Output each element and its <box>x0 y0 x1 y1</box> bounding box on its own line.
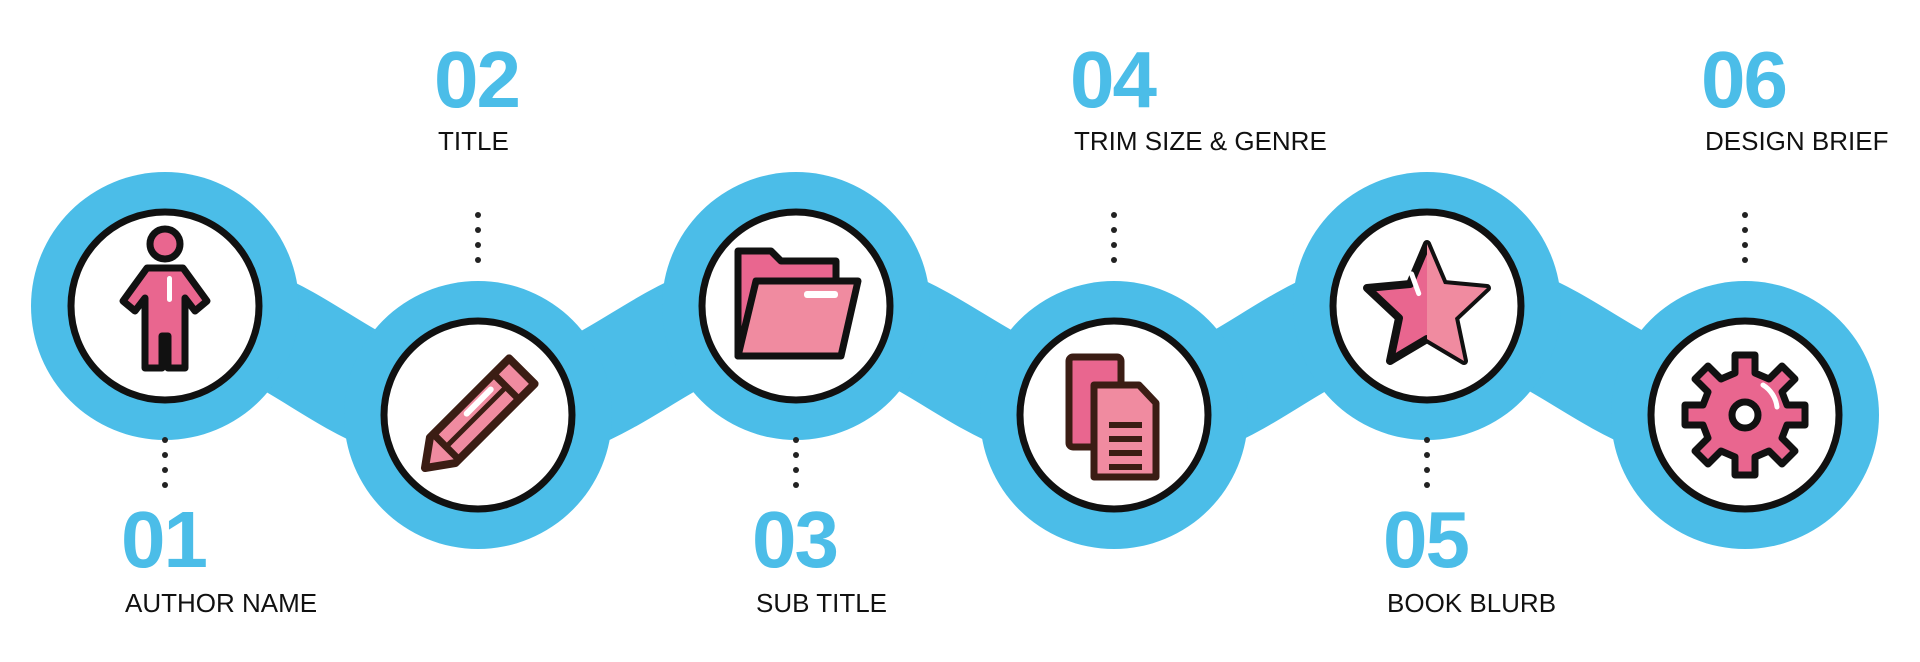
dotted-leader <box>1111 257 1117 263</box>
dotted-leader <box>1424 467 1430 473</box>
dotted-leader <box>1742 227 1748 233</box>
dotted-leader <box>1111 242 1117 248</box>
dotted-leader <box>1742 257 1748 263</box>
dotted-leader <box>1111 212 1117 218</box>
dotted-leader <box>162 482 168 488</box>
dotted-leader <box>475 227 481 233</box>
dotted-leader <box>1742 212 1748 218</box>
step-number: 01 <box>121 495 208 584</box>
dotted-leader <box>793 437 799 443</box>
dotted-leader <box>793 467 799 473</box>
step-label: TITLE <box>438 126 509 156</box>
step-node-02 <box>344 212 612 549</box>
dotted-leader <box>1424 452 1430 458</box>
step-node-05 <box>1293 172 1561 488</box>
dotted-leader <box>475 257 481 263</box>
dotted-leader <box>1424 437 1430 443</box>
dotted-leader <box>793 452 799 458</box>
dotted-leader <box>1742 242 1748 248</box>
step-label: BOOK BLURB <box>1387 588 1557 618</box>
dotted-leader <box>475 242 481 248</box>
step-label: TRIM SIZE & GENRE <box>1074 126 1327 156</box>
step-node-04 <box>980 212 1248 549</box>
dotted-leader <box>475 212 481 218</box>
step-label: AUTHOR NAME <box>125 588 318 618</box>
step-label: DESIGN BRIEF <box>1705 126 1889 156</box>
step-number: 05 <box>1383 495 1470 584</box>
dotted-leader <box>793 482 799 488</box>
step-number: 04 <box>1070 35 1157 124</box>
dotted-leader <box>162 437 168 443</box>
gear-icon <box>1685 355 1805 475</box>
dotted-leader <box>162 467 168 473</box>
step-node-01 <box>31 172 299 488</box>
dotted-leader <box>1424 482 1430 488</box>
step-number: 02 <box>434 35 521 124</box>
step-label: SUB TITLE <box>756 588 888 618</box>
step-number: 06 <box>1701 35 1788 124</box>
step-node-03 <box>662 172 930 488</box>
step-node-06 <box>1611 212 1879 549</box>
step-number: 03 <box>752 495 839 584</box>
dotted-leader <box>1111 227 1117 233</box>
dotted-leader <box>162 452 168 458</box>
